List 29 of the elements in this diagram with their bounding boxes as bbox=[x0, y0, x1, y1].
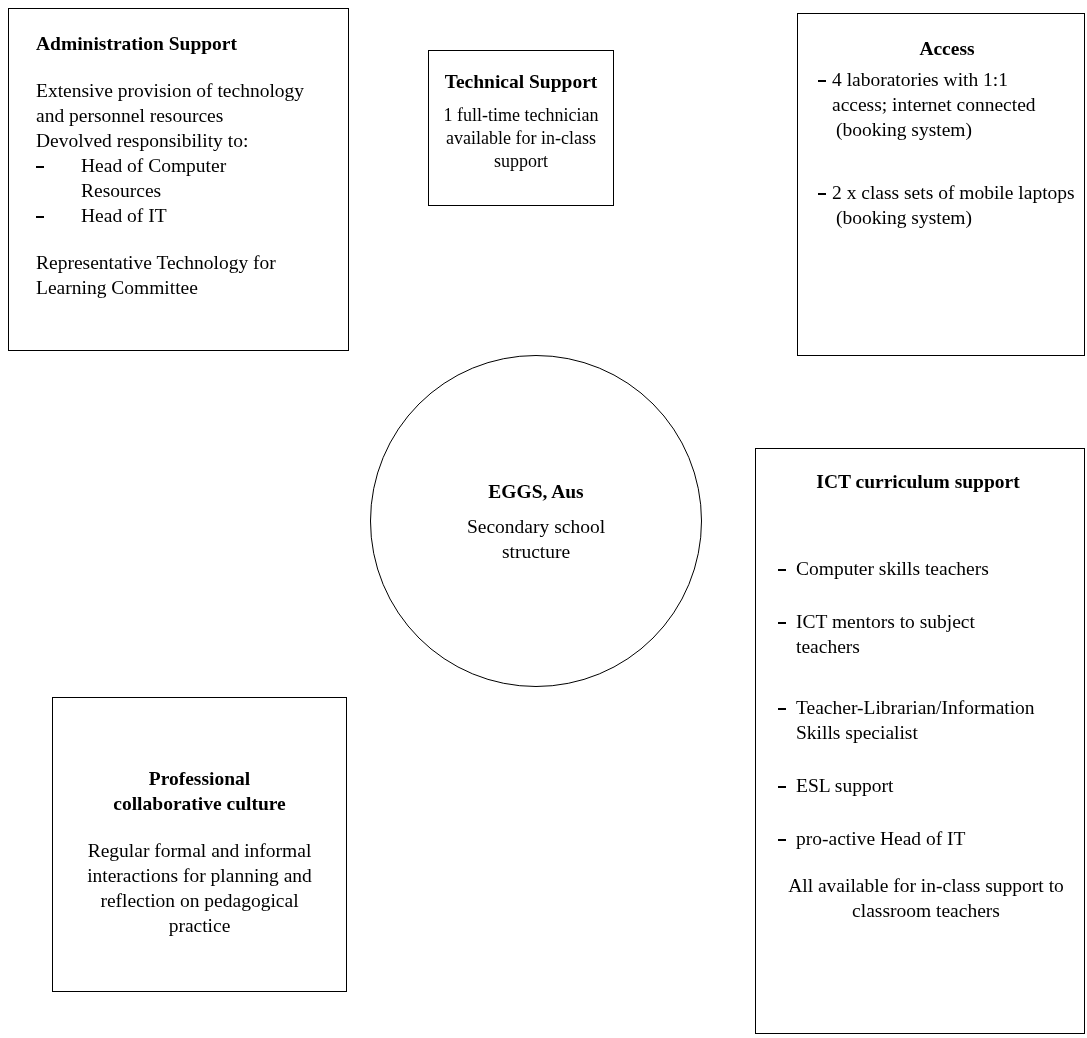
info-box bbox=[428, 50, 614, 206]
box-text: Extensive provision of technology and personnel resources bbox=[36, 80, 305, 126]
info-box bbox=[797, 13, 1085, 356]
box-text: Head of Computer Resources bbox=[81, 155, 227, 201]
box-text: Devolved responsibility to: bbox=[36, 130, 249, 151]
box-heading: Technical Support bbox=[444, 71, 598, 92]
info-box bbox=[8, 8, 349, 351]
box-text: 1 full-time technician available for in-class support bbox=[443, 105, 599, 171]
box-heading: Administration Support bbox=[36, 33, 237, 54]
box-text: ESL support bbox=[796, 775, 894, 796]
box-text: 4 laboratories with 1:1 access; internet connected bbox=[832, 69, 1036, 115]
box-heading: EGGS, Aus bbox=[488, 480, 584, 502]
info-box bbox=[755, 448, 1085, 1034]
box-text: ICT mentors to subject teachers bbox=[796, 611, 975, 657]
box-text: All available for in-class support to classroom teachers bbox=[788, 875, 1064, 921]
box-text: Computer skills teachers bbox=[796, 558, 989, 579]
box-text: Secondary school structure bbox=[466, 515, 606, 562]
box-text: Teacher-Librarian/Information Skills specialist bbox=[796, 697, 1035, 743]
info-box bbox=[52, 697, 347, 992]
box-heading: Access bbox=[919, 38, 975, 59]
box-text: Representative Technology for Learning Committee bbox=[36, 252, 276, 298]
box-text: pro-active Head of IT bbox=[796, 828, 966, 849]
box-text: (booking system) bbox=[836, 119, 972, 140]
box-heading: Professional collaborative culture bbox=[113, 768, 286, 814]
box-text: Head of IT bbox=[81, 205, 167, 226]
box-text: 2 x class sets of mobile laptops bbox=[832, 182, 1075, 203]
box-text: Regular formal and informal interactions for planning and reflection on pedagogical practice bbox=[87, 840, 312, 936]
box-heading: ICT curriculum support bbox=[816, 471, 1020, 492]
box-text: (booking system) bbox=[836, 207, 972, 228]
